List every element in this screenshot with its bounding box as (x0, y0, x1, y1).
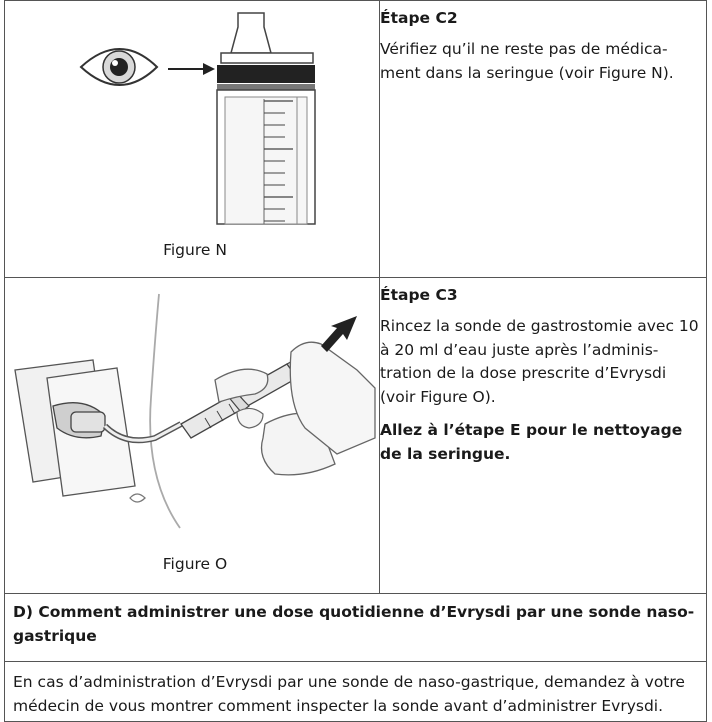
figure-o-caption: Figure O (162, 555, 228, 573)
arrow-icon (168, 63, 215, 75)
step-c2-row: Figure N Étape C2 Vérifiez qu’il ne rest… (4, 0, 707, 278)
gastrostomy-button (52, 402, 106, 439)
step-c3-text: Rincez la sonde de gastrostomie avec 10 … (380, 317, 699, 406)
step-c2-text: Vérifiez qu’il ne reste pas de médica-me… (380, 40, 674, 82)
figure-o-cell: Figure O (4, 277, 380, 594)
step-c3-title: Étape C3 (380, 286, 458, 304)
step-c2-title: Étape C2 (380, 9, 458, 27)
body-contour (149, 293, 181, 529)
eye-icon (79, 48, 159, 86)
section-d-heading: D) Comment administrer une dose quotidie… (13, 603, 695, 645)
figure-n-caption: Figure N (163, 241, 227, 259)
instructions-table: Figure N Étape C2 Vérifiez qu’il ne rest… (4, 0, 707, 722)
section-d-body-cell: En cas d’administration d’Evrysdi par un… (4, 661, 707, 722)
section-d-body: En cas d’administration d’Evrysdi par un… (13, 673, 685, 715)
hands (214, 341, 376, 476)
step-c2-text-cell: Étape C2 Vérifiez qu’il ne reste pas de … (379, 0, 707, 278)
step-c3-row: Figure O Étape C3 Rincez la sonde de gas… (4, 277, 707, 594)
step-c3-text-cell: Étape C3 Rincez la sonde de gastrostomie… (379, 277, 707, 594)
arrow-icon (321, 316, 357, 352)
figure-n-cell: Figure N (4, 0, 380, 278)
section-d-heading-cell: D) Comment administrer une dose quotidie… (4, 593, 707, 662)
navel-mark (129, 493, 146, 503)
figure-n-illustration (79, 12, 316, 225)
syringe-icon (216, 12, 316, 225)
section-d-body-row: En cas d’administration d’Evrysdi par un… (4, 661, 707, 722)
step-c3-bold-note: Allez à l’étape E pour le nettoyage de l… (380, 421, 683, 463)
section-d-heading-row: D) Comment administrer une dose quotidie… (4, 593, 707, 662)
figure-o-illustration (14, 293, 376, 529)
